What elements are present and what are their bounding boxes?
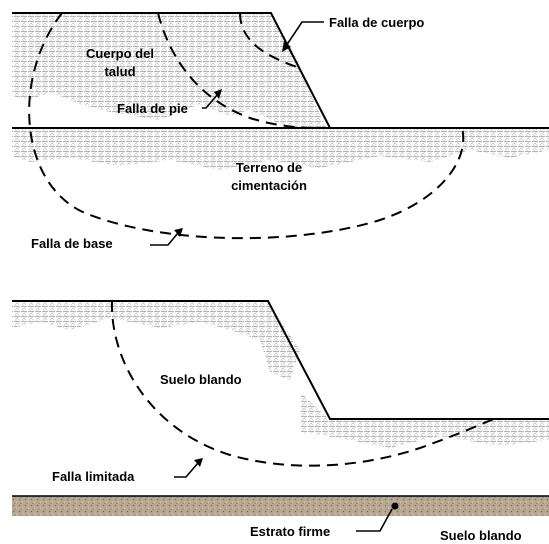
base-failure-surface <box>28 12 465 240</box>
body-failure-arrow <box>282 41 291 52</box>
firm-stratum-layer <box>12 496 549 516</box>
label-foundation-2: cimentación <box>231 178 307 193</box>
label-slope-body-2: talud <box>104 64 135 79</box>
bottom-slope-diagram: Suelo blando Falla limitada Estrato firm… <box>12 300 549 543</box>
label-limited-failure: Falla limitada <box>52 469 135 484</box>
toe-failure-surface <box>157 12 313 129</box>
label-foundation-1: Terreno de <box>236 160 302 175</box>
label-body-failure: Falla de cuerpo <box>329 15 424 30</box>
label-soft-soil-lower: Suelo blando <box>440 528 522 543</box>
base-failure-leader <box>150 232 179 246</box>
upper-surface-hatch <box>12 302 300 380</box>
cut-slope-profile <box>12 300 549 420</box>
slope-body-hatch <box>12 14 310 128</box>
firm-stratum-leader <box>356 508 393 532</box>
limited-failure-leader <box>174 462 199 478</box>
label-soft-soil-upper: Suelo blando <box>160 372 242 387</box>
toe-failure-leader <box>202 93 219 109</box>
label-slope-body-1: Cuerpo del <box>86 46 154 61</box>
body-failure-leader <box>285 21 324 47</box>
label-toe-failure: Falla de pie <box>117 101 188 116</box>
toe-zone-hatch <box>282 70 326 127</box>
firm-stratum-marker <box>391 502 399 510</box>
label-firm-stratum: Estrato firme <box>250 524 330 539</box>
toe-failure-arrow <box>214 89 222 99</box>
base-failure-arrow <box>174 228 183 237</box>
limited-failure-surface <box>110 300 495 467</box>
slope-profile-line <box>12 12 331 129</box>
label-base-failure: Falla de base <box>31 236 113 251</box>
limited-failure-arrow <box>194 458 203 467</box>
body-failure-surface <box>239 12 301 69</box>
top-slope-diagram: Falla de cuerpo Cuerpo del talud Falla d… <box>12 12 549 251</box>
foundation-hatch <box>12 128 549 170</box>
